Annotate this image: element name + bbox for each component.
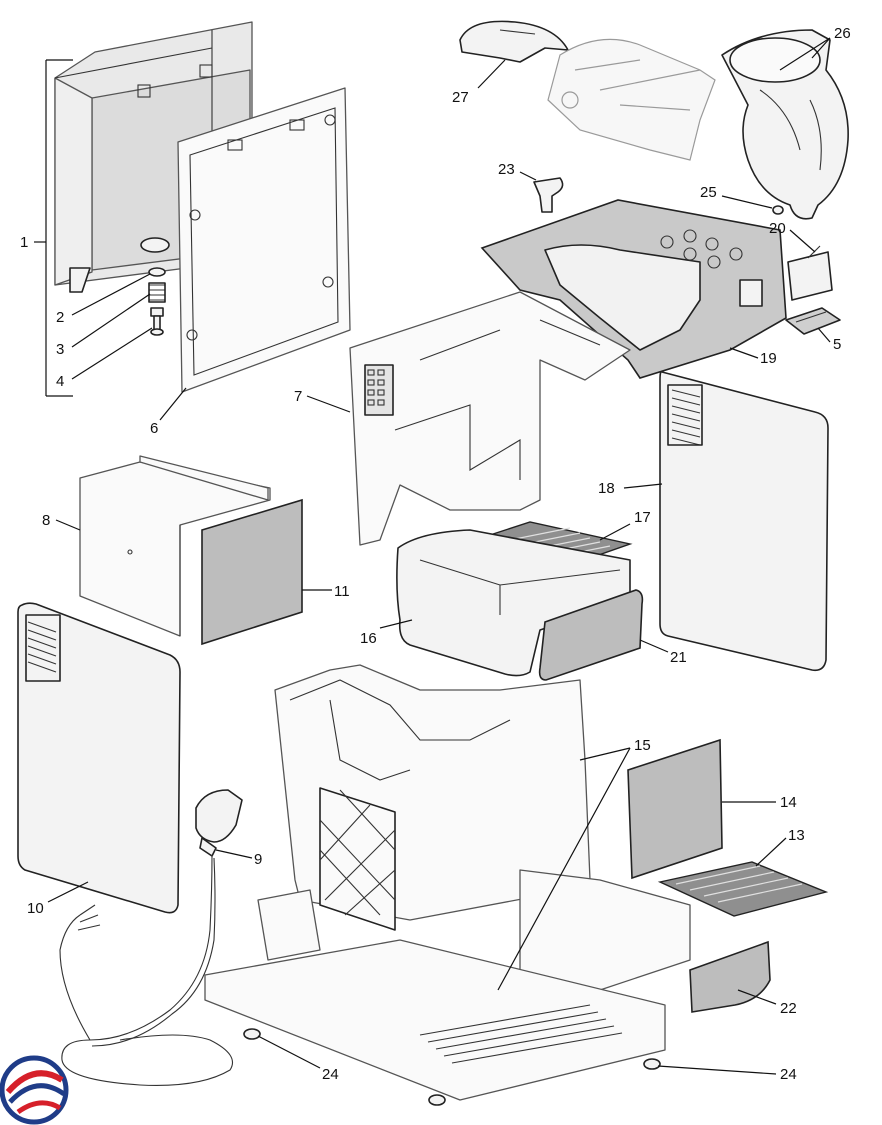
callout-5: 5 [833,336,841,353]
back-frame-part [159,87,351,421]
callout-16: 16 [360,630,377,647]
callout-20: 20 [769,220,786,237]
callout-7: 7 [294,388,302,405]
drip-tray-part [379,529,631,677]
callout-23: 23 [498,161,515,178]
left-side-panel-part [17,602,181,914]
callout-14: 14 [780,794,797,811]
callout-9: 9 [254,851,262,868]
callout-2: 2 [56,309,64,326]
callout-labels: 1 2 3 4 5 6 7 8 9 10 11 13 14 15 16 17 1… [20,25,851,1083]
rear-panel-part [627,738,776,880]
callout-1: 1 [20,234,28,251]
callout-26: 26 [834,25,851,42]
callout-25: 25 [700,184,717,201]
base-chassis-part [204,664,691,1101]
callout-15: 15 [634,737,651,754]
knob-part [519,171,564,213]
callout-27: 27 [452,89,469,106]
callout-10: 10 [27,900,44,917]
feet-parts [243,1028,777,1106]
callout-13: 13 [788,827,805,844]
callout-24-right: 24 [780,1066,797,1083]
power-cord-part [59,789,253,1086]
brand-logo [0,1055,69,1125]
callout-11: 11 [334,583,350,600]
callout-6: 6 [150,420,158,437]
brewing-unit-ghost [547,38,716,161]
clip-part [787,229,833,301]
callout-19: 19 [760,350,777,367]
callout-17: 17 [634,509,651,526]
tank-valve-parts [71,267,166,380]
internal-box-part [55,455,271,637]
front-frame-part [306,291,631,546]
tray-front-part [538,589,669,681]
callout-18: 18 [598,480,615,497]
chassis-leaders [497,747,631,991]
callout-4: 4 [56,373,64,390]
top-cover-part [459,20,569,89]
screw-part [721,195,784,215]
callout-21: 21 [670,649,687,666]
side-plate-part [201,498,332,646]
callout-8: 8 [42,512,50,529]
drip-plate-part [785,307,841,343]
small-cover-part [689,940,777,1013]
right-side-panel-part [623,370,829,672]
callout-24-left: 24 [322,1066,339,1083]
drain-grid-part [657,837,829,917]
callout-3: 3 [56,341,64,358]
top-panel-part [480,199,787,379]
callout-22: 22 [780,1000,797,1017]
coffee-jug-part [721,29,849,220]
